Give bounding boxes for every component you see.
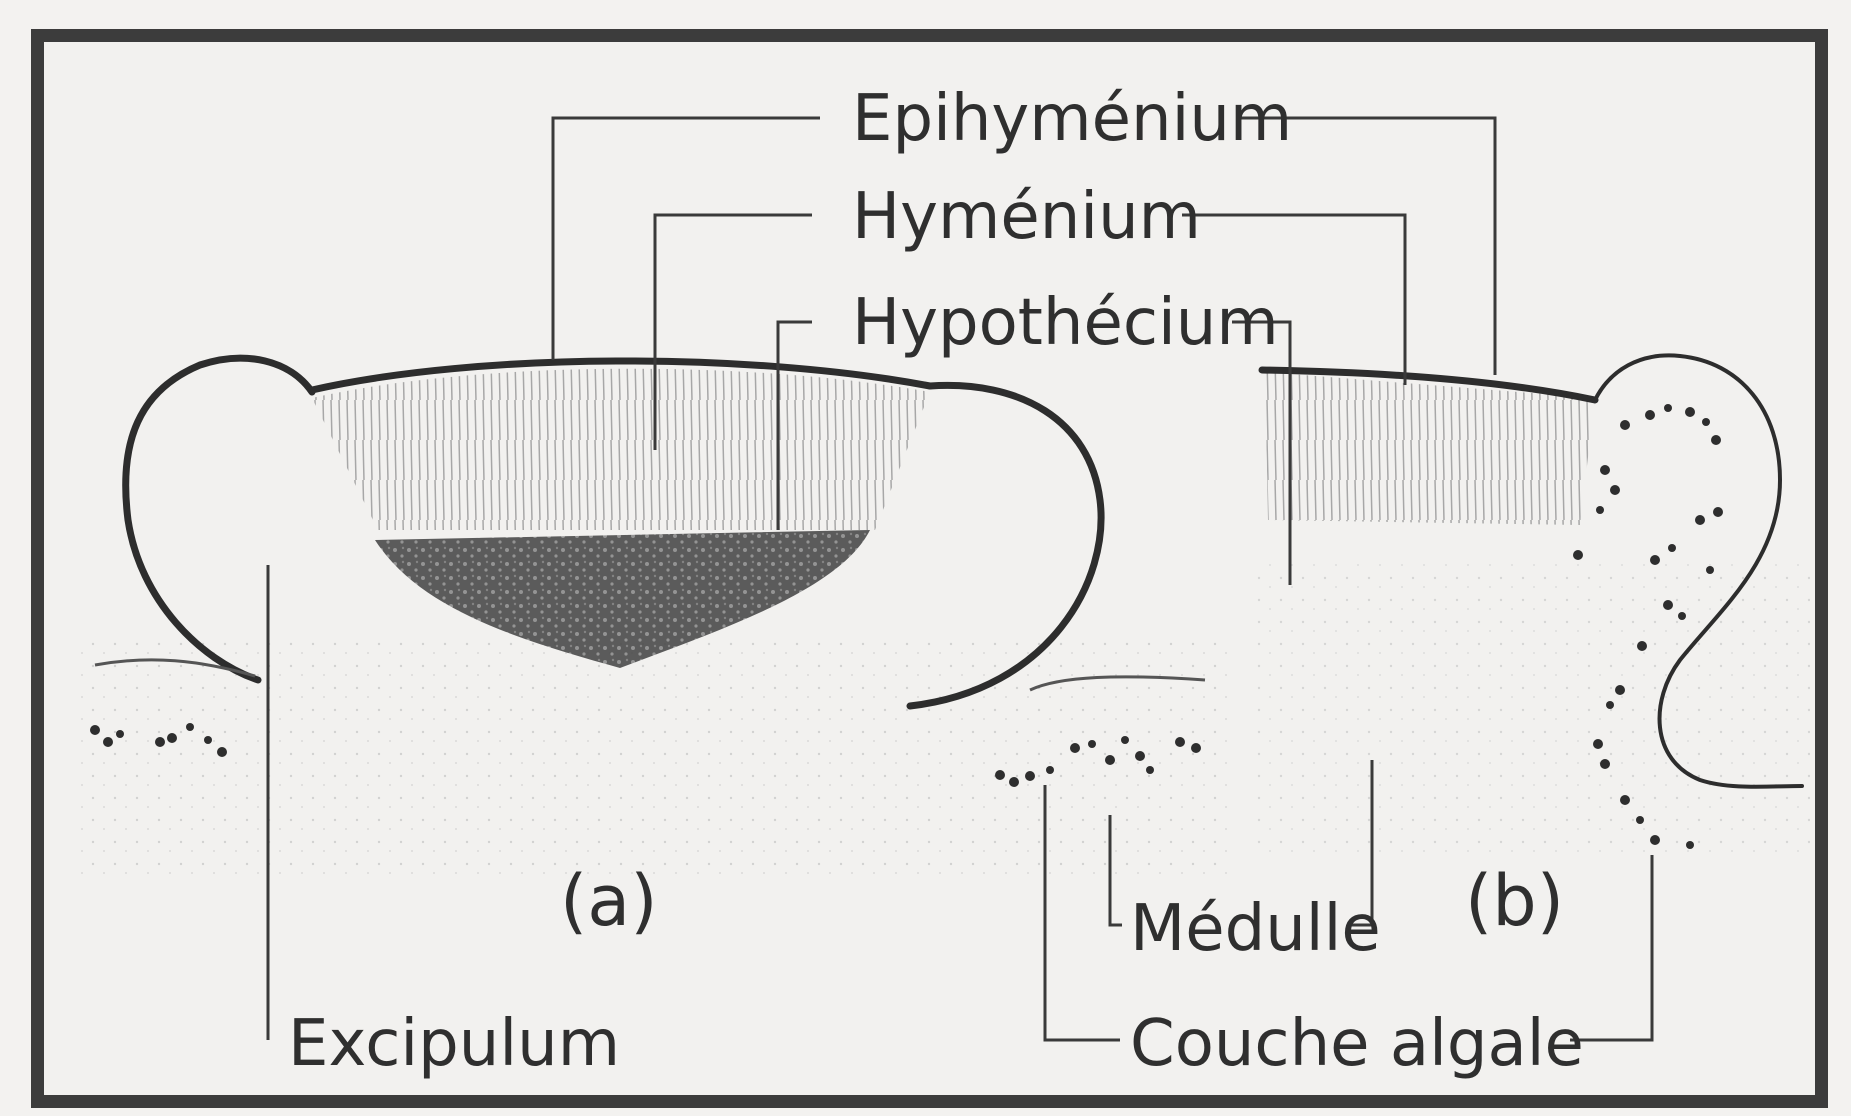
thalline-margin-left [126,358,312,680]
label-hypothecium: Hypothécium [852,286,1279,360]
label-hymenium: Hyménium [852,180,1201,254]
label-medulle: Médulle [1130,892,1381,966]
apothecium-b [1250,355,1810,860]
leader-epihymenium-left [553,118,820,360]
panel-label-b: (b) [1465,860,1564,942]
hymenium-a [312,369,930,530]
panel-label-a: (a) [560,860,658,942]
label-couche-algale: Couche algale [1130,1007,1584,1081]
label-epihymenium: Epihyménium [852,82,1292,156]
hymenium-b [1265,372,1595,525]
label-excipulum: Excipulum [288,1007,620,1081]
